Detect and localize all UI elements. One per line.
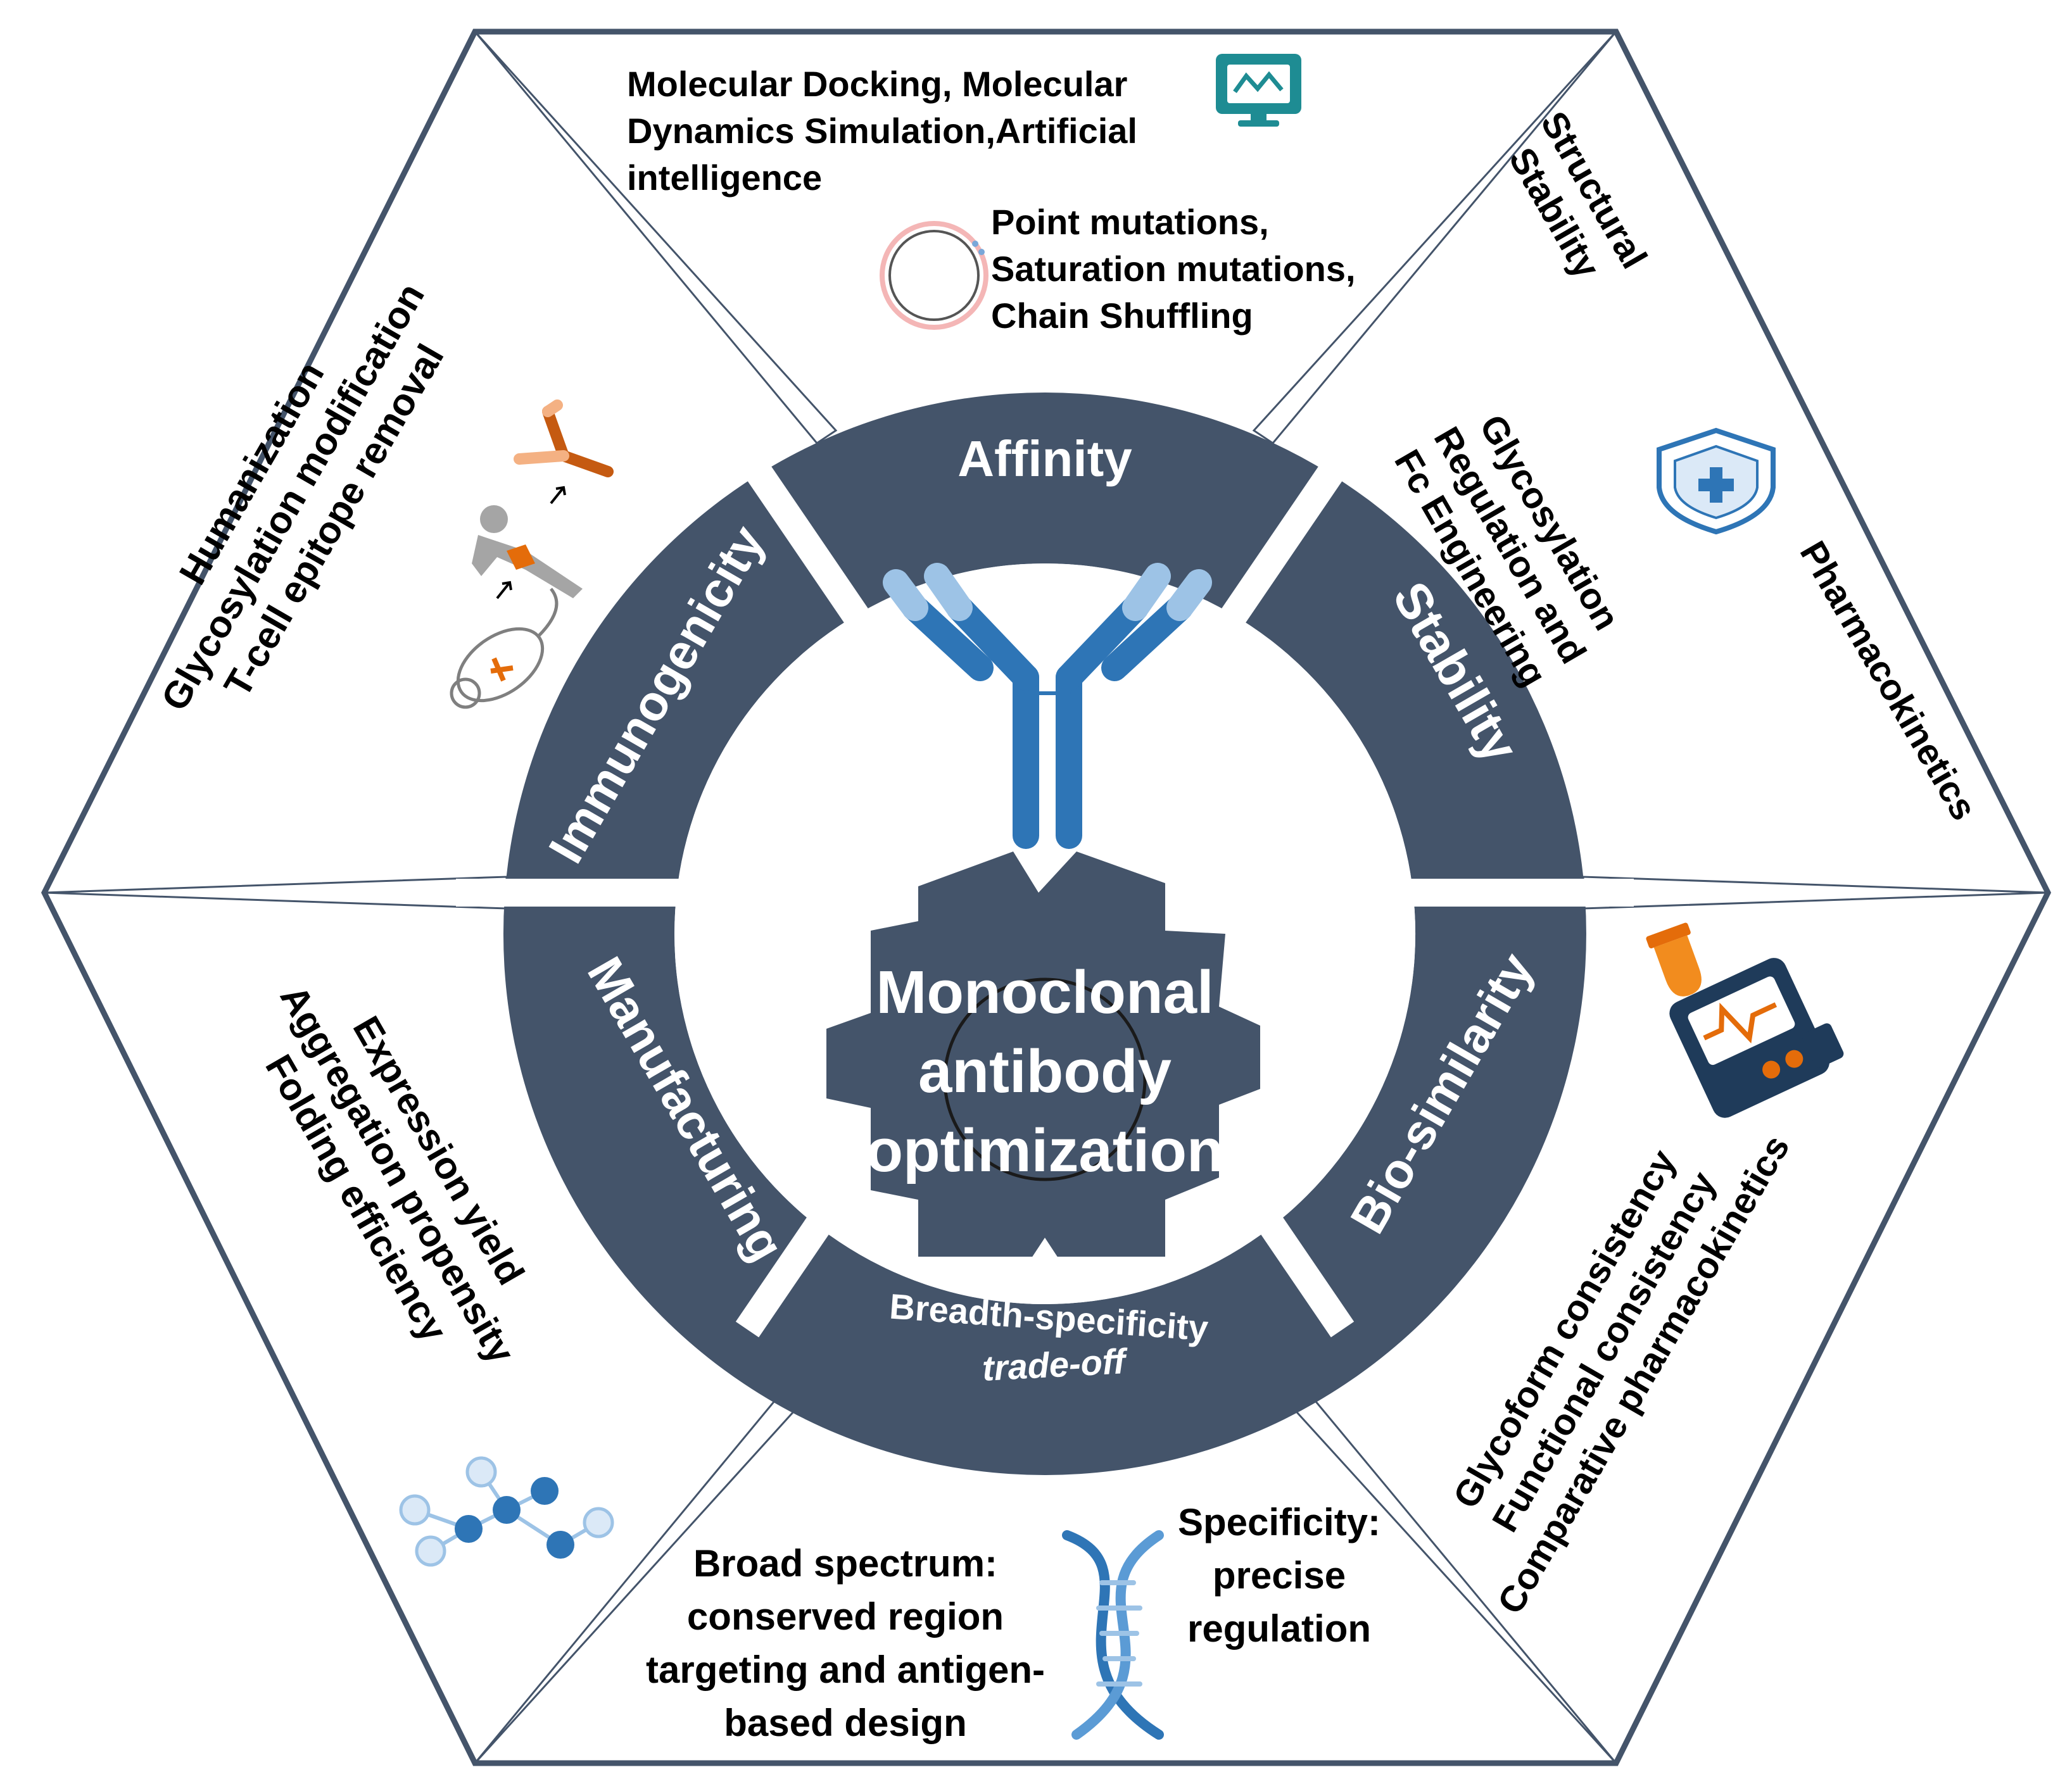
progression-arrows-icon — [496, 486, 566, 600]
analyzer-icon — [1646, 922, 1844, 1118]
dna-icon — [1062, 1530, 1164, 1740]
center-title-line-3: optimization — [866, 1117, 1223, 1185]
affinity-methods-line-3: intelligence — [627, 158, 822, 198]
tradeoff-panel: Broad spectrum: conserved region targeti… — [646, 1501, 1380, 1744]
shield-icon — [1657, 427, 1776, 535]
antibody-icon — [883, 563, 1212, 849]
humanized-antibody-icon — [514, 399, 614, 477]
human-figure-icon — [472, 505, 583, 598]
spoke-top-left — [474, 30, 838, 444]
mutation-line-2: Saturation mutations, — [991, 249, 1356, 289]
label-tradeoff-line-2: trade-off — [981, 1341, 1129, 1388]
tradeoff-pointer-icon — [1030, 1238, 1059, 1260]
specificity-line-1: Specificity: — [1178, 1501, 1380, 1543]
mutation-line-3: Chain Shuffling — [991, 296, 1253, 336]
specificity-line-2: precise — [1213, 1554, 1346, 1597]
broad-spectrum-line-3: targeting and antigen- — [646, 1649, 1045, 1691]
affinity-methods-line-1: Molecular Docking, Molecular — [627, 64, 1127, 104]
mutation-line-1: Point mutations, — [991, 202, 1269, 242]
gear-body — [826, 852, 1260, 1257]
broad-spectrum-line-1: Broad spectrum: — [693, 1542, 997, 1585]
center-gear: Monoclonal antibody optimization — [826, 852, 1260, 1260]
affinity-panel: Molecular Docking, Molecular Dynamics Si… — [627, 54, 1356, 336]
monitor-icon — [1216, 54, 1301, 127]
gear-inner-ring — [943, 977, 1147, 1181]
ring — [456, 393, 1634, 1475]
spoke-top-right — [1252, 30, 1617, 444]
molecule-icon — [399, 1456, 614, 1567]
specificity-line-3: regulation — [1187, 1607, 1371, 1650]
affinity-methods-line-2: Dynamics Simulation,Artificial — [627, 111, 1137, 151]
broad-spectrum-line-4: based design — [724, 1702, 966, 1744]
plasmid-icon — [880, 221, 989, 330]
mouse-icon — [450, 588, 559, 709]
center-title-line-2: antibody — [918, 1038, 1172, 1105]
ring-band — [503, 393, 1586, 1475]
label-affinity: Affinity — [957, 430, 1132, 487]
broad-spectrum-line-2: conserved region — [687, 1595, 1004, 1638]
center-title-line-1: Monoclonal — [876, 958, 1213, 1026]
